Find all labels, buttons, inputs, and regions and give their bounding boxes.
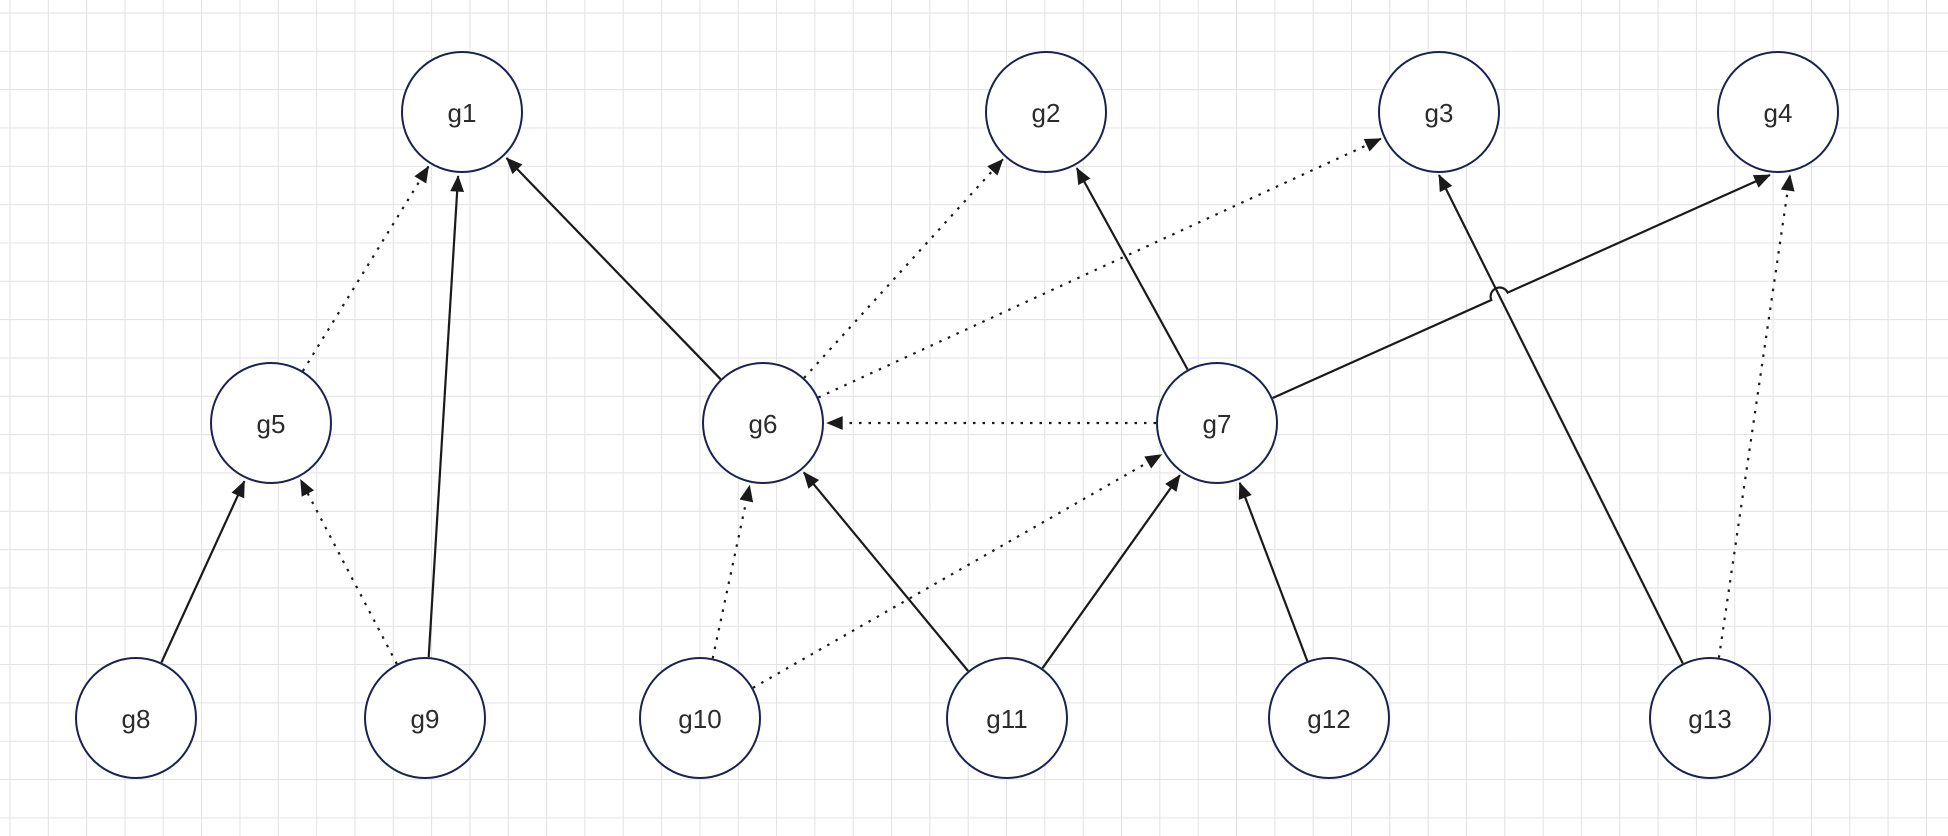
node-layer: g1 g2 g3 g4 g5 g6 g7 g8 g9 g10 g11 g12 g13 bbox=[75, 51, 1839, 779]
edge-g13-g3-solid[interactable] bbox=[1438, 174, 1684, 664]
node-g12[interactable]: g12 bbox=[1268, 657, 1390, 779]
node-label-g5: g5 bbox=[257, 409, 286, 439]
node-circle-g5[interactable] bbox=[210, 362, 332, 484]
node-label-g2: g2 bbox=[1032, 98, 1061, 128]
node-label-g4: g4 bbox=[1764, 98, 1793, 128]
node-g11[interactable]: g11 bbox=[946, 657, 1068, 779]
node-label-g12: g12 bbox=[1307, 704, 1350, 734]
node-label-g10: g10 bbox=[678, 704, 721, 734]
node-circle-g2[interactable] bbox=[985, 51, 1107, 173]
node-circle-g1[interactable] bbox=[401, 51, 523, 173]
edge-g6-g1-solid[interactable] bbox=[505, 157, 722, 380]
edge-layer bbox=[160, 137, 1795, 689]
edge-g10-g7-dotted[interactable] bbox=[752, 453, 1163, 689]
node-g7[interactable]: g7 bbox=[1156, 362, 1278, 484]
node-g3[interactable]: g3 bbox=[1378, 51, 1500, 173]
edge-g9-g5-dotted[interactable] bbox=[299, 478, 398, 665]
node-label-g1: g1 bbox=[448, 98, 477, 128]
node-circle-g6[interactable] bbox=[702, 362, 824, 484]
edge-g7-g4-solid[interactable] bbox=[1272, 173, 1771, 400]
edge-g11-g6-solid[interactable] bbox=[802, 471, 969, 672]
edge-g13-g4-dotted[interactable] bbox=[1717, 174, 1795, 658]
node-g1[interactable]: g1 bbox=[401, 51, 523, 173]
edge-g5-g1-dotted[interactable] bbox=[301, 165, 430, 372]
node-g4[interactable]: g4 bbox=[1717, 51, 1839, 173]
edge-g6-g2-dotted[interactable] bbox=[803, 158, 1004, 379]
node-label-g13: g13 bbox=[1688, 704, 1731, 734]
edge-g10-g6-dotted[interactable] bbox=[711, 484, 754, 659]
node-circle-g9[interactable] bbox=[364, 657, 486, 779]
edge-g11-g7-solid[interactable] bbox=[1041, 474, 1181, 669]
node-circle-g3[interactable] bbox=[1378, 51, 1500, 173]
node-circle-g13[interactable] bbox=[1649, 657, 1771, 779]
node-label-g6: g6 bbox=[749, 409, 778, 439]
node-label-g3: g3 bbox=[1425, 98, 1454, 128]
node-g5[interactable]: g5 bbox=[210, 362, 332, 484]
node-label-g7: g7 bbox=[1203, 409, 1232, 439]
edge-g7-g2-solid[interactable] bbox=[1075, 167, 1189, 371]
node-g10[interactable]: g10 bbox=[639, 657, 761, 779]
node-circle-g10[interactable] bbox=[639, 657, 761, 779]
node-circle-g7[interactable] bbox=[1156, 362, 1278, 484]
node-g13[interactable]: g13 bbox=[1649, 657, 1771, 779]
node-g8[interactable]: g8 bbox=[75, 657, 197, 779]
node-g9[interactable]: g9 bbox=[364, 657, 486, 779]
node-circle-g12[interactable] bbox=[1268, 657, 1390, 779]
node-circle-g8[interactable] bbox=[75, 657, 197, 779]
edge-g8-g5-solid[interactable] bbox=[160, 480, 246, 663]
node-label-g8: g8 bbox=[122, 704, 151, 734]
edge-g6-g3-dotted[interactable] bbox=[817, 137, 1382, 399]
edge-g9-g1-solid[interactable] bbox=[427, 175, 465, 658]
node-g2[interactable]: g2 bbox=[985, 51, 1107, 173]
node-label-g9: g9 bbox=[411, 704, 440, 734]
node-circle-g4[interactable] bbox=[1717, 51, 1839, 173]
node-circle-g11[interactable] bbox=[946, 657, 1068, 779]
node-label-g11: g11 bbox=[986, 704, 1027, 734]
node-g6[interactable]: g6 bbox=[702, 362, 824, 484]
edge-g12-g7-solid[interactable] bbox=[1238, 482, 1309, 662]
